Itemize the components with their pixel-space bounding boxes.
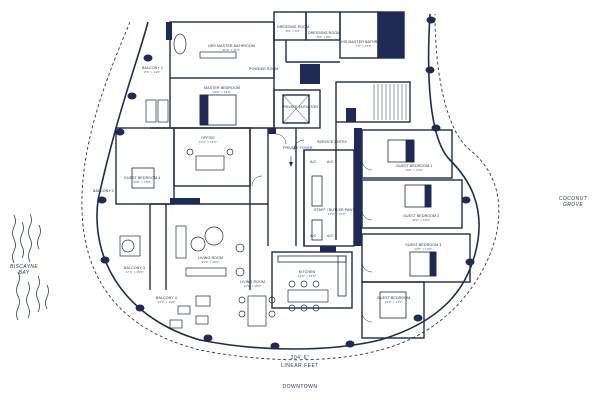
room-label-service-entry: SERVICE ENTRY	[317, 140, 348, 144]
room-label-elevator: PRIVATE ELEVATOR	[282, 105, 319, 109]
ac-label: A/C	[310, 160, 317, 164]
columns	[97, 16, 475, 350]
furniture	[119, 33, 329, 329]
downtown-label: DOWNTOWN	[282, 384, 318, 390]
ac-label: A/C	[310, 234, 317, 238]
balcony-outline	[81, 13, 500, 361]
coconut-grove-label: COCONUT GROVE	[559, 196, 588, 208]
wall-stubs	[166, 22, 362, 252]
stair-treads	[373, 84, 407, 120]
biscayne-bay-label: BISCAYNE BAY	[10, 264, 39, 276]
kitchen-counters	[277, 175, 347, 297]
frontage-length: 204' 6"	[290, 355, 310, 361]
ac-label: A/C	[327, 160, 334, 164]
water-waves	[12, 213, 49, 321]
frontage-label: LINEAR FEET	[281, 363, 319, 369]
room-label-powder: POWDER ROOM	[249, 67, 279, 71]
door-swings	[251, 133, 373, 323]
room-label-balcony-2: BALCONY 2	[93, 189, 115, 193]
room-label-private-foyer: PRIVATE FOYER	[283, 146, 313, 150]
ac-label: A/C	[327, 234, 334, 238]
entry-arrow	[289, 156, 293, 167]
beds	[131, 94, 437, 319]
elevator-icon	[282, 94, 310, 124]
interior-walls	[115, 11, 471, 339]
